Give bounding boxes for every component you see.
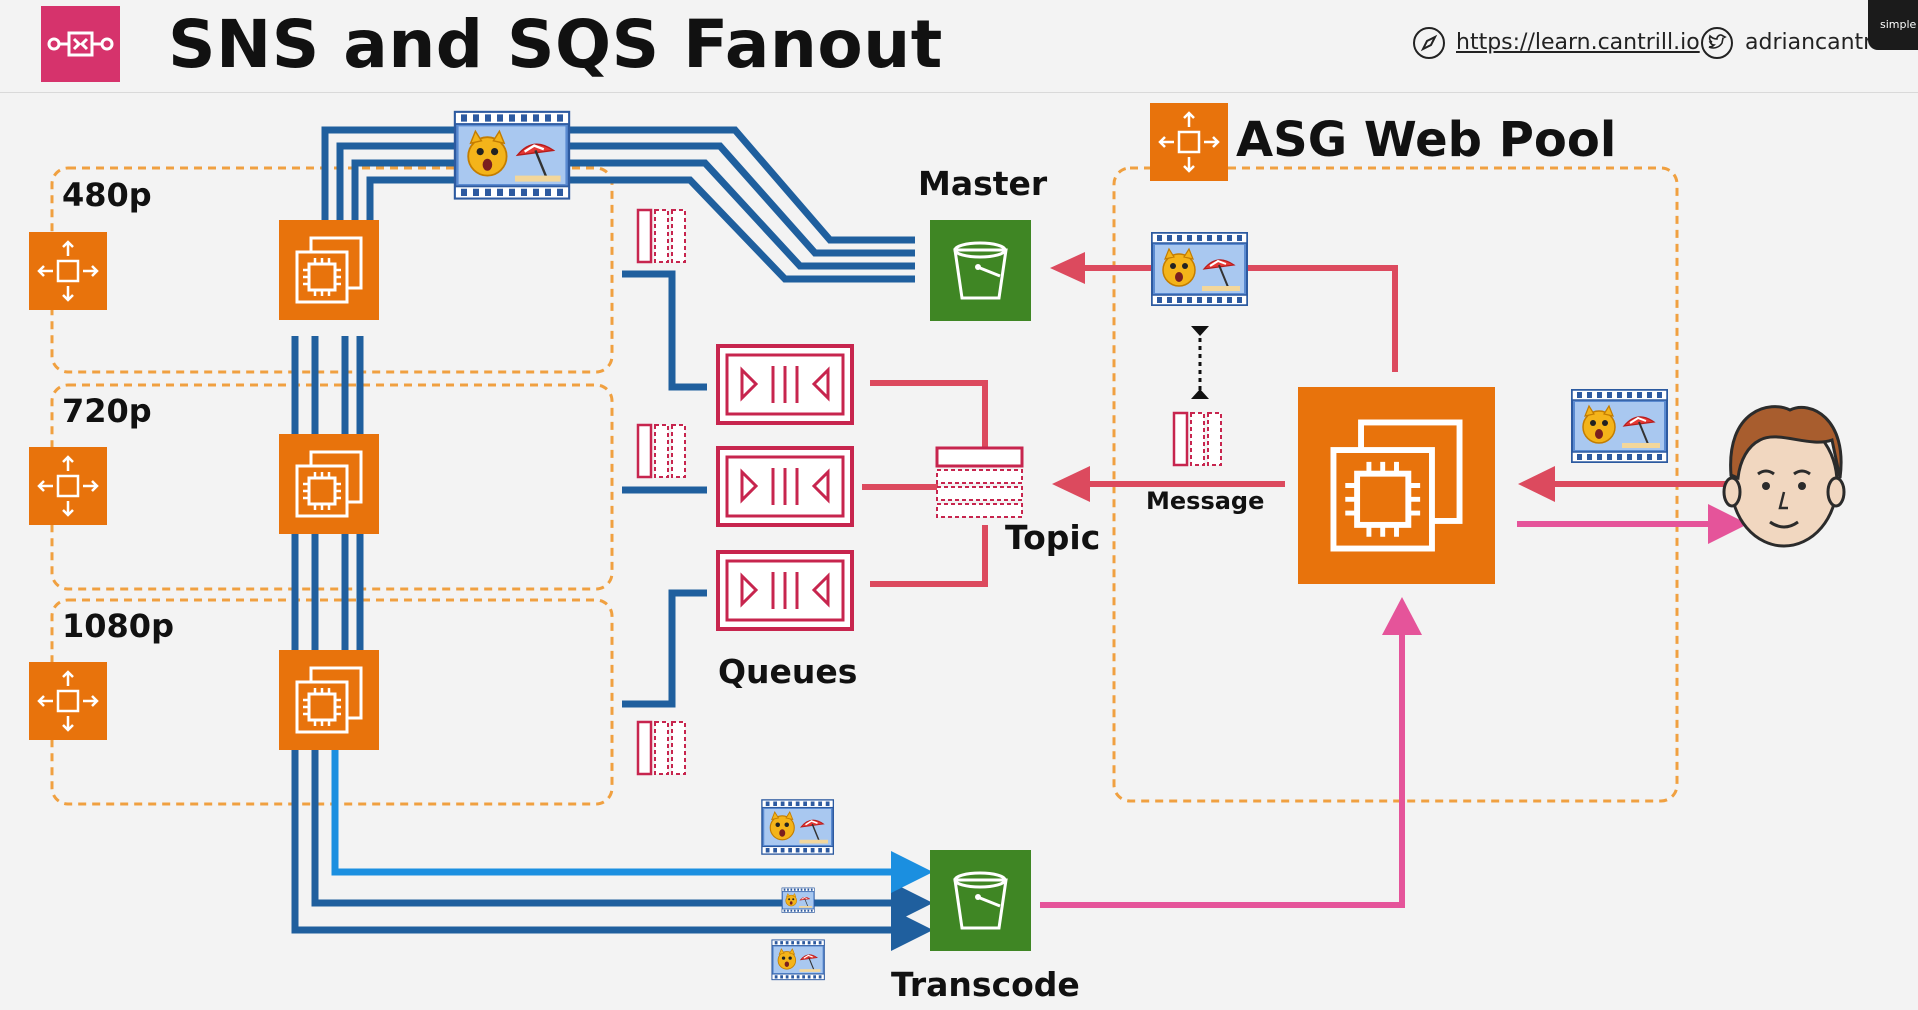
- transcode-arrowhead: [1382, 597, 1422, 635]
- video-1080p-film-icon: [771, 939, 825, 981]
- video-master-film-icon: [453, 110, 571, 200]
- sns-topic-icon: [935, 446, 1024, 518]
- sns-sqs-logo-icon: [41, 6, 120, 82]
- video-web-film-icon: [1151, 232, 1248, 306]
- ec2-480p-worker-icon: [277, 218, 381, 322]
- corner-badge-text: simple: [1880, 18, 1917, 31]
- course-url-link[interactable]: https://learn.cantrill.io: [1456, 30, 1700, 55]
- topic-to-queues-lines: [862, 380, 988, 587]
- queue-to-worker-lines: [622, 270, 707, 708]
- master-bucket-icon: [928, 218, 1033, 323]
- ec2-web-server-icon: [1298, 387, 1495, 584]
- master-arrowhead: [1050, 252, 1085, 284]
- corner-badge: simple: [1868, 0, 1918, 50]
- sqs-queue-1080p-icon: [716, 550, 854, 631]
- compass-icon: [1413, 27, 1445, 59]
- asg-720p-icon: [27, 445, 109, 527]
- video-480p-film-icon: [761, 799, 834, 855]
- page-title: SNS and SQS Fanout: [168, 6, 943, 83]
- twitter-icon: [1701, 27, 1733, 59]
- asg-1080p-icon: [27, 660, 109, 742]
- message-1080p-icon: [636, 720, 687, 776]
- user-avatar: [1722, 405, 1846, 548]
- transcode-bucket-icon: [928, 848, 1033, 953]
- message-720p-icon: [636, 423, 687, 479]
- label-message: Message: [1146, 487, 1265, 515]
- transcode-to-webserver-line: [1040, 630, 1405, 908]
- label-480p: 480p: [62, 176, 152, 214]
- asg-web-pool-icon: [1148, 101, 1230, 183]
- label-queues: Queues: [718, 652, 858, 691]
- header-bar: SNS and SQS Fanout https://learn.cantril…: [0, 0, 1918, 93]
- label-asg-web-pool: ASG Web Pool: [1236, 112, 1617, 168]
- label-transcode: Transcode: [891, 965, 1080, 1004]
- worker-1080p-to-transcode-line: [331, 735, 933, 893]
- video-720p-film-icon: [781, 887, 815, 913]
- user-request-arrowhead: [1518, 466, 1555, 502]
- ec2-1080p-worker-icon: [277, 648, 381, 752]
- video-user-film-icon: [1571, 389, 1668, 463]
- label-1080p: 1080p: [62, 607, 174, 645]
- sqs-queue-720p-icon: [716, 446, 854, 527]
- label-master: Master: [918, 164, 1048, 203]
- ec2-720p-worker-icon: [277, 432, 381, 536]
- label-topic: Topic: [1005, 518, 1101, 557]
- asg-480p-icon: [27, 230, 109, 312]
- message-icon: [1172, 411, 1223, 467]
- master-to-workers-lines: [321, 126, 915, 283]
- message-480p-icon: [636, 208, 687, 264]
- user-response-arrowhead: [1708, 504, 1748, 544]
- topic-arrowhead: [1052, 466, 1090, 502]
- twitter-handle-link[interactable]: adriancantrill: [1745, 30, 1891, 55]
- label-720p: 720p: [62, 392, 152, 430]
- sqs-queue-480p-icon: [716, 344, 854, 425]
